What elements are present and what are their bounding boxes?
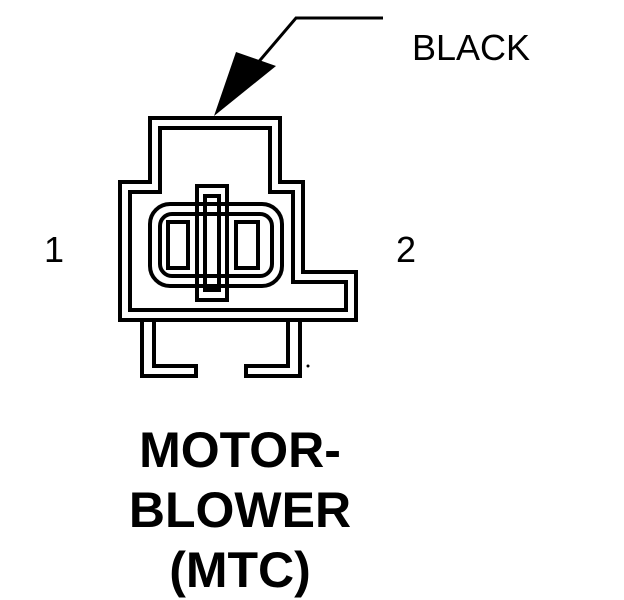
cavity-inner — [158, 212, 274, 278]
housing-inner — [128, 126, 348, 312]
right-leg — [244, 320, 302, 378]
housing-outer — [118, 116, 358, 322]
leader-line — [248, 16, 383, 73]
component-title: MOTOR- BLOWER (MTC) — [60, 420, 420, 600]
stray-dot — [306, 364, 310, 368]
connector-housing — [118, 116, 358, 322]
center-key — [195, 184, 229, 302]
terminal-cavity — [148, 184, 284, 302]
title-line-2: BLOWER — [128, 482, 352, 538]
pin-2-slot — [234, 220, 260, 270]
center-key-inner — [203, 194, 221, 292]
title-line-1: MOTOR- — [139, 422, 341, 478]
mounting-legs — [140, 320, 302, 378]
arrow-head — [214, 52, 276, 116]
wire-color-label: BLACK — [412, 27, 531, 68]
pin-1-label: 1 — [44, 229, 65, 270]
cavity-outer — [148, 202, 284, 288]
left-leg — [140, 320, 198, 378]
leader-arrow — [214, 16, 383, 116]
pin-1-slot — [166, 220, 190, 270]
title-line-3: (MTC) — [169, 542, 311, 598]
pin-2-label: 2 — [396, 229, 417, 270]
